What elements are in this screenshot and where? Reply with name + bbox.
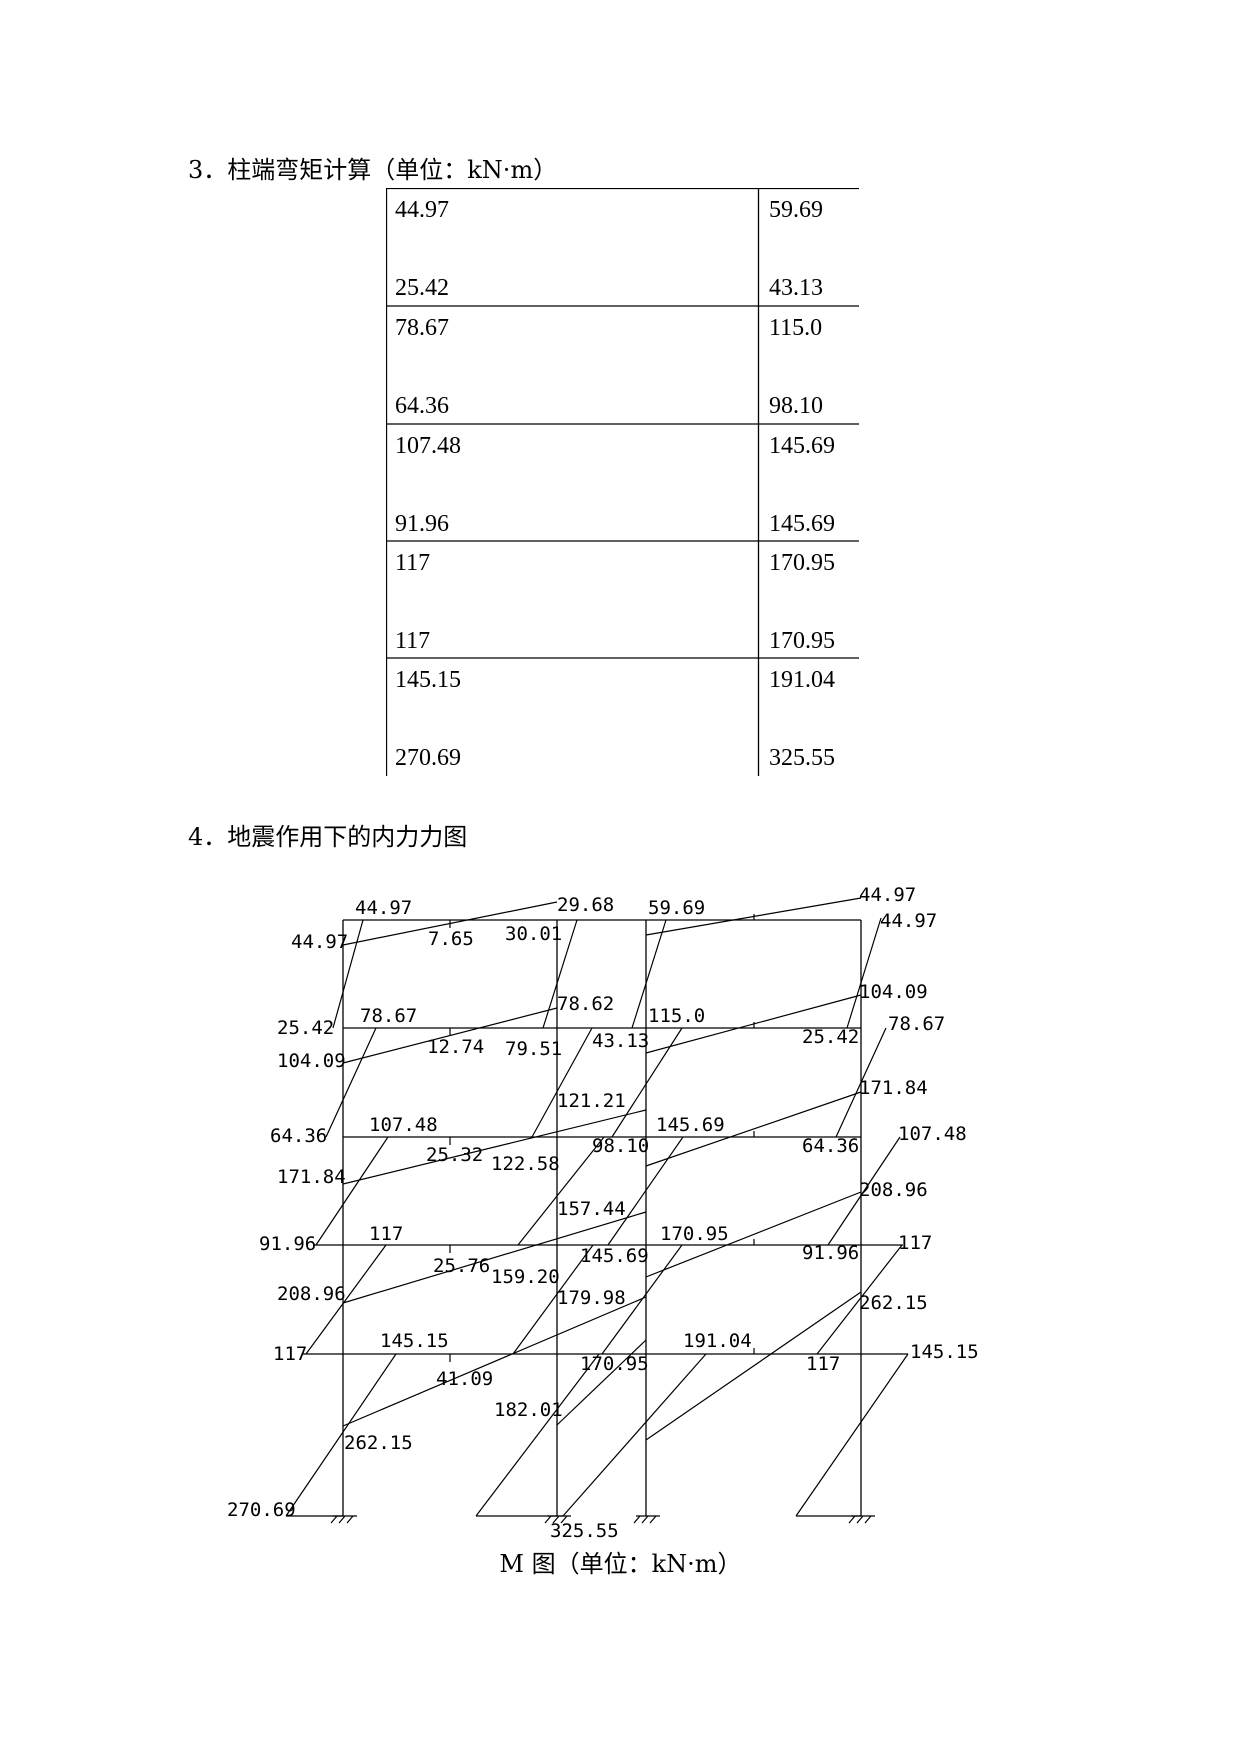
moment-label: 325.55 xyxy=(550,1520,619,1542)
moment-label: 44.97 xyxy=(291,931,348,953)
table-cell-r3-left-top: 107.48 xyxy=(395,433,461,459)
frame-members xyxy=(303,919,908,1516)
moment-label: 145.69 xyxy=(580,1245,649,1267)
table-cell-r5-left-top: 145.15 xyxy=(395,667,461,693)
moment-label: 117 xyxy=(806,1353,840,1375)
moment-label: 43.13 xyxy=(592,1030,649,1052)
moment-label: 208.96 xyxy=(859,1179,928,1201)
moment-label: 91.96 xyxy=(259,1233,316,1255)
moment-label: 157.44 xyxy=(557,1198,626,1220)
moment-label: 117 xyxy=(898,1232,932,1254)
table-cell-r1-left-bottom: 25.42 xyxy=(395,275,449,301)
table-cell-r3-right-top: 145.69 xyxy=(769,433,835,459)
table-cell-r1-right-top: 59.69 xyxy=(769,197,823,223)
moment-label: 29.68 xyxy=(557,894,614,916)
moment-label: 107.48 xyxy=(898,1123,967,1145)
table-cell-r5-right-top: 191.04 xyxy=(769,667,835,693)
section-4-heading: 4．地震作用下的内力力图 xyxy=(188,823,468,851)
moment-label: 59.69 xyxy=(648,897,705,919)
moment-label: 182.01 xyxy=(494,1399,563,1421)
moment-label: 191.04 xyxy=(683,1330,752,1352)
table-cell-r1-right-bottom: 43.13 xyxy=(769,275,823,301)
moment-label: 145.69 xyxy=(656,1114,725,1136)
moment-label: 78.67 xyxy=(360,1005,417,1027)
table-cell-r2-right-bottom: 98.10 xyxy=(769,393,823,419)
moment-diagram: 44.97 29.68 59.69 44.97 44.97 30.01 7.65… xyxy=(227,884,979,1542)
moment-label: 25.42 xyxy=(802,1026,859,1048)
column-moment-table: 44.97 25.42 59.69 43.13 78.67 64.36 115.… xyxy=(386,188,859,776)
moment-label: 170.95 xyxy=(580,1353,649,1375)
table-grid xyxy=(386,188,859,776)
moment-label: 98.10 xyxy=(592,1135,649,1157)
moment-label: 208.96 xyxy=(277,1283,346,1305)
moment-label: 91.96 xyxy=(802,1242,859,1264)
diagram-caption: M 图（单位：kN·m） xyxy=(499,1550,742,1578)
moment-label: 115.0 xyxy=(648,1005,705,1027)
table-cell-r3-left-bottom: 91.96 xyxy=(395,511,449,537)
moment-label: 41.09 xyxy=(436,1368,493,1390)
moment-label: 44.97 xyxy=(355,897,412,919)
moment-label: 107.48 xyxy=(369,1114,438,1136)
moment-label: 262.15 xyxy=(859,1292,928,1314)
moment-label: 30.01 xyxy=(505,923,562,945)
moment-label: 78.67 xyxy=(888,1013,945,1035)
moment-label: 145.15 xyxy=(910,1341,979,1363)
moment-label: 44.97 xyxy=(880,910,937,932)
moment-label: 7.65 xyxy=(428,928,474,950)
moment-label: 78.62 xyxy=(557,993,614,1015)
moment-label: 64.36 xyxy=(802,1135,859,1157)
table-cell-r4-left-top: 117 xyxy=(395,550,431,576)
moment-label: 44.97 xyxy=(859,884,916,906)
moment-label: 117 xyxy=(273,1343,307,1365)
moment-label: 170.95 xyxy=(660,1223,729,1245)
moment-label: 171.84 xyxy=(277,1166,346,1188)
moment-label: 270.69 xyxy=(227,1499,296,1521)
column-moment-lines xyxy=(285,917,909,1517)
moment-label: 104.09 xyxy=(277,1050,346,1072)
table-cell-r1-left-top: 44.97 xyxy=(395,197,449,223)
moment-label: 117 xyxy=(369,1223,403,1245)
table-cell-r2-right-top: 115.0 xyxy=(769,315,823,341)
moment-label: 104.09 xyxy=(859,981,928,1003)
moment-label: 121.21 xyxy=(557,1090,626,1112)
table-cell-r5-right-bottom: 325.55 xyxy=(769,745,835,771)
table-cell-r2-left-bottom: 64.36 xyxy=(395,393,449,419)
moment-label: 25.32 xyxy=(426,1144,483,1166)
moment-label: 25.76 xyxy=(433,1255,490,1277)
table-cell-r3-right-bottom: 145.69 xyxy=(769,511,835,537)
moment-label: 25.42 xyxy=(277,1017,334,1039)
table-cell-r4-left-bottom: 117 xyxy=(395,628,431,654)
table-cell-r4-right-top: 170.95 xyxy=(769,550,835,576)
moment-label: 12.74 xyxy=(427,1036,484,1058)
moment-label: 122.58 xyxy=(491,1153,560,1175)
moment-label: 262.15 xyxy=(344,1432,413,1454)
fixed-support-icon xyxy=(330,1515,875,1524)
moment-label: 145.15 xyxy=(380,1330,449,1352)
section-3-heading: 3．柱端弯矩计算（单位：kN·m） xyxy=(188,156,558,184)
beam-moment-lines xyxy=(342,897,862,1441)
moment-label: 64.36 xyxy=(270,1125,327,1147)
moment-labels: 44.97 29.68 59.69 44.97 44.97 30.01 7.65… xyxy=(227,884,979,1542)
moment-label: 179.98 xyxy=(557,1287,626,1309)
table-cell-r4-right-bottom: 170.95 xyxy=(769,628,835,654)
moment-label: 159.20 xyxy=(491,1266,560,1288)
table-cell-r5-left-bottom: 270.69 xyxy=(395,745,461,771)
moment-label: 79.51 xyxy=(505,1038,562,1060)
table-cell-r2-left-top: 78.67 xyxy=(395,315,449,341)
moment-label: 171.84 xyxy=(859,1077,928,1099)
